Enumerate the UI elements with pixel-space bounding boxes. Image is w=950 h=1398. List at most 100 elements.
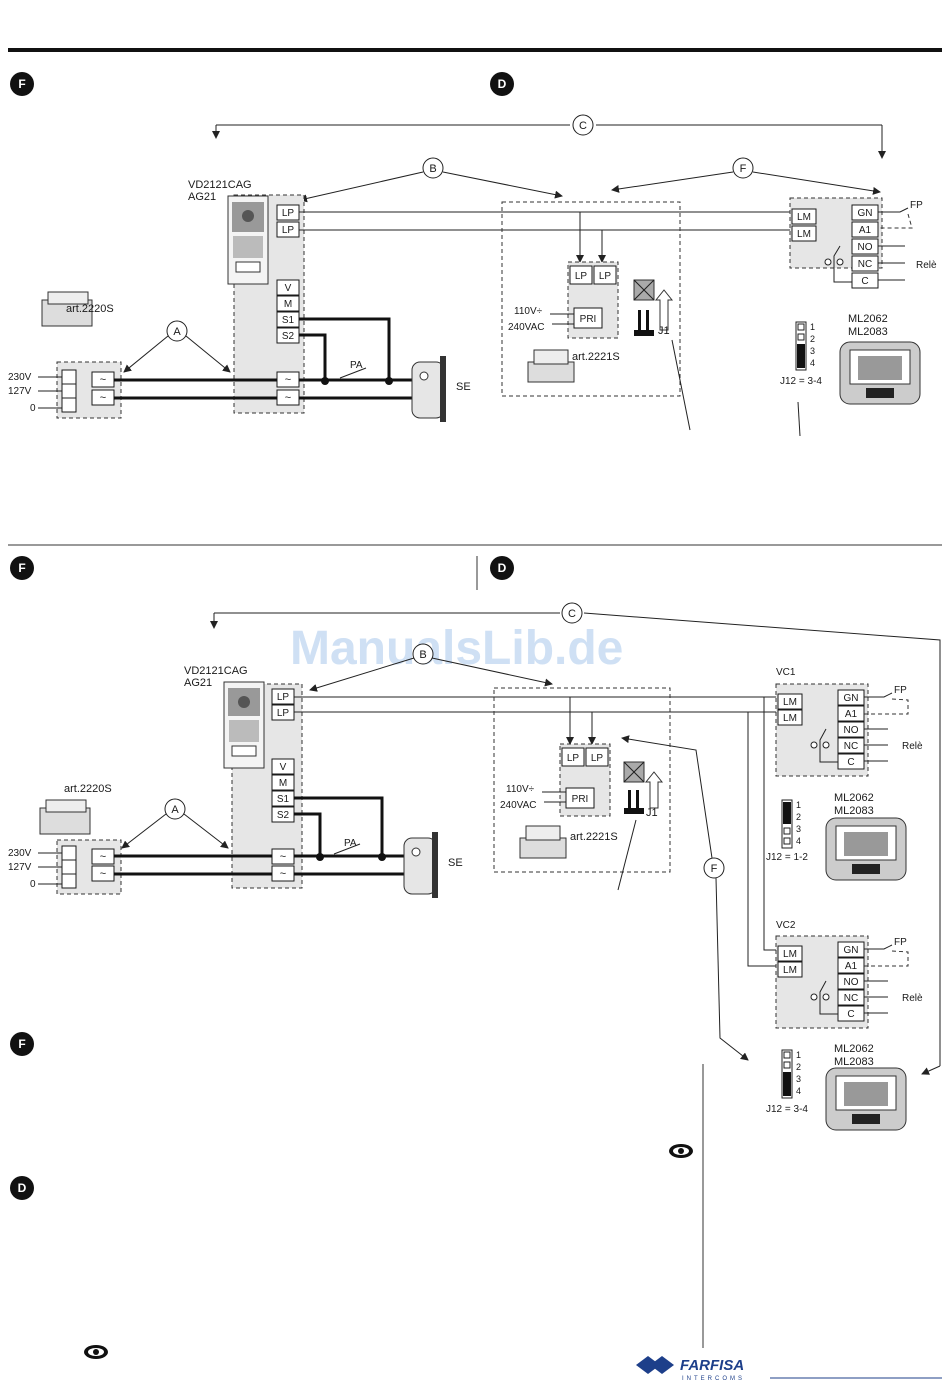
electric-lock-icon (411, 356, 446, 422)
svg-text:2: 2 (810, 334, 815, 344)
svg-text:ML2062: ML2062 (834, 1043, 874, 1055)
callout-c-1 (572, 114, 594, 136)
svg-text:C: C (861, 276, 868, 287)
badge-d-1: D (490, 72, 514, 96)
svg-text:C: C (579, 120, 587, 132)
svg-text:LP: LP (277, 692, 290, 703)
jumper-remove-icon (633, 279, 674, 336)
svg-text:LP: LP (567, 753, 580, 764)
svg-text:~: ~ (100, 851, 106, 863)
svg-text:~: ~ (100, 374, 106, 386)
farfisa-logo: FARFISA INTERCOMS (636, 1356, 942, 1382)
power-supply-2221s-icon-2 (519, 825, 567, 859)
svg-text:Relè: Relè (902, 993, 923, 1004)
svg-text:F: F (18, 561, 25, 575)
svg-text:PRI: PRI (572, 794, 589, 805)
svg-text:F: F (18, 1037, 25, 1051)
svg-text:240VAC: 240VAC (508, 322, 545, 333)
svg-text:LM: LM (783, 949, 797, 960)
callout-f-2 (703, 857, 725, 879)
power-supply-2220s-icon (41, 291, 93, 327)
svg-text:FP: FP (894, 937, 907, 948)
svg-text:~: ~ (285, 374, 291, 386)
monitor-icon (839, 341, 921, 405)
svg-text:3: 3 (796, 1074, 801, 1084)
svg-text:LM: LM (783, 713, 797, 724)
svg-text:S2: S2 (277, 810, 290, 821)
jumper-j12-icon-3 (781, 1049, 793, 1099)
svg-text:110V÷: 110V÷ (514, 306, 543, 317)
callout-f-1 (732, 157, 754, 179)
svg-text:240VAC: 240VAC (500, 800, 537, 811)
svg-text:A: A (171, 804, 179, 816)
svg-text:S1: S1 (277, 794, 290, 805)
svg-text:AG21: AG21 (184, 677, 212, 689)
jumper-remove-icon-2 (623, 761, 664, 814)
svg-text:LM: LM (797, 212, 811, 223)
jumper-j12-icon (795, 321, 807, 371)
svg-text:A1: A1 (845, 961, 858, 972)
jumper-j12-icon-2 (781, 799, 793, 849)
svg-text:D: D (498, 561, 507, 575)
svg-text:4: 4 (796, 836, 801, 846)
svg-text:SE: SE (448, 857, 463, 869)
svg-text:~: ~ (100, 392, 106, 404)
svg-text:V: V (285, 283, 292, 294)
svg-text:LM: LM (783, 697, 797, 708)
eye-icon (669, 1144, 693, 1158)
svg-text:J12 = 3-4: J12 = 3-4 (766, 1104, 808, 1115)
svg-text:Relè: Relè (916, 260, 937, 271)
svg-text:C: C (568, 608, 576, 620)
svg-text:FARFISA: FARFISA (680, 1357, 744, 1374)
svg-text:S2: S2 (282, 331, 295, 342)
svg-text:ML2083: ML2083 (834, 1056, 874, 1068)
svg-text:A1: A1 (859, 225, 872, 236)
svg-text:LP: LP (282, 225, 295, 236)
power-supply-2220s-icon-2 (39, 799, 91, 835)
top-rule (8, 48, 942, 52)
svg-text:1: 1 (796, 1050, 801, 1060)
callout-b-2 (412, 643, 434, 665)
svg-text:LM: LM (783, 965, 797, 976)
svg-text:ML2083: ML2083 (834, 805, 874, 817)
svg-text:LP: LP (591, 753, 604, 764)
section-2: F D ManualsLib.de C B VD2121CAG AG21 LP (8, 556, 941, 1131)
badge-f-3: F (10, 1032, 34, 1056)
monitor-model: ML2062 (848, 313, 888, 325)
svg-text:art.2220S: art.2220S (64, 783, 112, 795)
svg-text:art.2221S: art.2221S (570, 831, 618, 843)
monitor-model-2: ML2083 (848, 326, 888, 338)
door-station-panel (227, 195, 269, 285)
callout-a-1 (166, 320, 188, 342)
svg-text:110V÷: 110V÷ (506, 784, 535, 795)
badge-d-2: D (490, 556, 514, 580)
svg-text:LM: LM (797, 229, 811, 240)
svg-text:D: D (498, 77, 507, 91)
callout-c-2 (561, 602, 583, 624)
push-button-label: PA (350, 360, 363, 371)
svg-text:ML2062: ML2062 (834, 792, 874, 804)
svg-text:FP: FP (894, 685, 907, 696)
svg-text:C: C (847, 1009, 854, 1020)
svg-text:LP: LP (575, 271, 588, 282)
door-station-model: VD2121CAG (188, 179, 252, 191)
svg-text:230V: 230V (8, 372, 32, 383)
svg-text:2: 2 (796, 812, 801, 822)
svg-text:A1: A1 (845, 709, 858, 720)
svg-text:4: 4 (796, 1086, 801, 1096)
electric-lock-icon-2 (403, 832, 438, 898)
svg-text:LP: LP (599, 271, 612, 282)
svg-text:V: V (280, 762, 287, 773)
svg-text:~: ~ (280, 868, 286, 880)
power-supply-2221s-frame (501, 201, 681, 397)
svg-text:B: B (429, 163, 436, 175)
svg-text:J12 = 1-2: J12 = 1-2 (766, 852, 808, 863)
svg-text:B: B (419, 649, 426, 661)
svg-text:NC: NC (844, 741, 858, 752)
svg-text:0: 0 (30, 403, 36, 414)
eye-icon-2 (84, 1345, 108, 1359)
section-1: F D C B F VD2121CAG AG21 (8, 72, 937, 437)
svg-text:1: 1 (810, 322, 815, 332)
svg-text:C: C (847, 757, 854, 768)
